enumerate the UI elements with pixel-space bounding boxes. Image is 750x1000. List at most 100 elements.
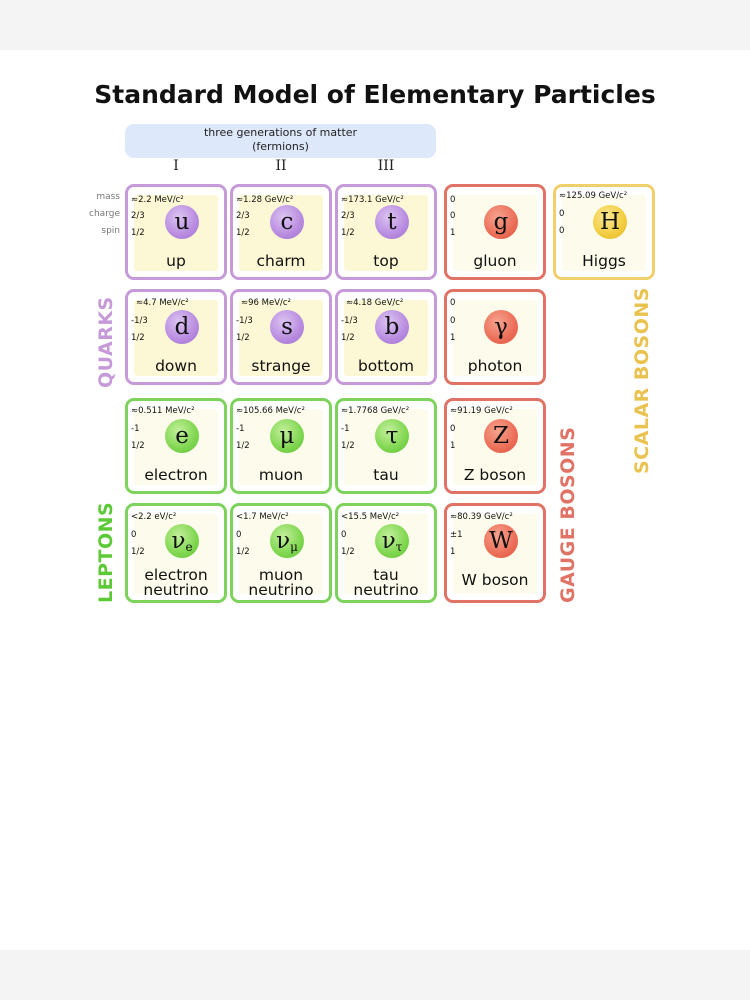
charge-value: -1/3 — [131, 316, 148, 326]
particle-card-tau-neutrino: <15.5 MeV/c² 0 1/2 ντ tau neutrino — [335, 503, 437, 603]
mass-value: <1.7 MeV/c² — [236, 512, 289, 522]
symbol-subscript: e — [185, 540, 193, 554]
mass-value: <2.2 eV/c² — [131, 512, 177, 522]
particle-name: W boson — [461, 571, 529, 589]
mass-value: ≈125.09 GeV/c² — [559, 191, 628, 201]
spin-value: 1/2 — [131, 228, 145, 238]
spin-value: 1/2 — [131, 333, 145, 343]
particle-name: bottom — [357, 357, 415, 375]
spin-value: 1 — [450, 333, 456, 343]
charge-value: 2/3 — [131, 211, 145, 221]
mass-value: ≈91.19 GeV/c² — [450, 406, 513, 416]
particle-symbol: τ — [375, 419, 409, 453]
particle-symbol: s — [270, 310, 304, 344]
particle-symbol: γ — [484, 310, 518, 344]
particle-name: down — [155, 357, 197, 375]
group-label-gauge-bosons: GAUGE BOSONS — [557, 426, 579, 603]
mass-value: <15.5 MeV/c² — [341, 512, 400, 522]
particle-symbol: e — [165, 419, 199, 453]
particle-name: electron — [144, 466, 208, 484]
mass-value: ≈80.39 GeV/c² — [450, 512, 513, 522]
particle-symbol: u — [165, 205, 199, 239]
particle-card-strange: ≈96 MeV/c² -1/3 1/2 s strange — [230, 289, 332, 385]
mass-value: ≈2.2 MeV/c² — [131, 195, 184, 205]
particle-symbol: W — [484, 524, 518, 558]
generation-numeral-2: II — [275, 158, 287, 174]
particle-symbol: Z — [484, 419, 518, 453]
group-label-scalar-bosons: SCALAR BOSONS — [631, 287, 653, 474]
spin-value: 1 — [450, 441, 456, 451]
mass-value: ≈4.18 GeV/c² — [346, 298, 404, 308]
charge-value: 0 — [559, 209, 565, 219]
mass-value: ≈173.1 GeV/c² — [341, 195, 404, 205]
particle-symbol: νμ — [270, 524, 304, 558]
particle-card-photon: 0 0 1 γ photon — [444, 289, 546, 385]
row-label-mass: mass — [96, 192, 120, 202]
group-label-leptons: LEPTONS — [95, 501, 117, 603]
charge-value: -1 — [341, 424, 350, 434]
charge-value: 0 — [131, 530, 137, 540]
mass-value: 0 — [450, 195, 456, 205]
spin-value: 1/2 — [236, 547, 250, 557]
particle-symbol: νe — [165, 524, 199, 558]
particle-card-tau: ≈1.7768 GeV/c² -1 1/2 τ tau — [335, 398, 437, 494]
particle-card-higgs: ≈125.09 GeV/c² 0 0 H Higgs — [553, 184, 655, 280]
charge-value: -1 — [236, 424, 245, 434]
spin-value: 1/2 — [131, 547, 145, 557]
particle-card-bottom: ≈4.18 GeV/c² -1/3 1/2 b bottom — [335, 289, 437, 385]
particle-symbol: H — [593, 205, 627, 239]
particle-name: gluon — [473, 252, 517, 270]
group-label-quarks: QUARKS — [95, 296, 117, 388]
particle-name-line2: neutrino — [248, 581, 314, 599]
particle-name: tau — [373, 466, 399, 484]
charge-value: 0 — [450, 424, 456, 434]
particle-symbol: c — [270, 205, 304, 239]
particle-symbol: t — [375, 205, 409, 239]
charge-value: 0 — [450, 316, 456, 326]
spin-value: 1/2 — [341, 228, 355, 238]
symbol-subscript: μ — [290, 540, 298, 554]
mass-value: ≈96 MeV/c² — [241, 298, 291, 308]
mass-value: ≈105.66 MeV/c² — [236, 406, 305, 416]
generations-header-line2: (fermions) — [252, 140, 309, 153]
spin-value: 1/2 — [341, 547, 355, 557]
spin-value: 1 — [450, 547, 456, 557]
particle-card-top: ≈173.1 GeV/c² 2/3 1/2 t top — [335, 184, 437, 280]
particle-card-down: ≈4.7 MeV/c² -1/3 1/2 d down — [125, 289, 227, 385]
particle-card-muon: ≈105.66 MeV/c² -1 1/2 μ muon — [230, 398, 332, 494]
charge-value: -1/3 — [236, 316, 253, 326]
particle-name: up — [166, 252, 186, 270]
generation-numeral-3: III — [377, 158, 395, 174]
particle-card-muon-neutrino: <1.7 MeV/c² 0 1/2 νμ muon neutrino — [230, 503, 332, 603]
particle-name: Higgs — [582, 252, 626, 270]
charge-value: -1 — [131, 424, 140, 434]
generations-header: three generations of matter (fermions) — [125, 124, 436, 158]
charge-value: 0 — [450, 211, 456, 221]
mass-value: 0 — [450, 298, 456, 308]
particle-card-gluon: 0 0 1 g gluon — [444, 184, 546, 280]
particle-name: muon — [258, 466, 304, 484]
particle-name: photon — [467, 357, 523, 375]
mass-value: ≈4.7 MeV/c² — [136, 298, 189, 308]
particle-name-line2: neutrino — [353, 581, 419, 599]
spin-value: 1/2 — [236, 228, 250, 238]
particle-card-w-boson: ≈80.39 GeV/c² ±1 1 W W boson — [444, 503, 546, 603]
mass-value: ≈0.511 MeV/c² — [131, 406, 195, 416]
particle-name-line1: tau — [373, 566, 399, 584]
spin-value: 1 — [450, 228, 456, 238]
row-label-spin: spin — [101, 226, 120, 236]
particle-name: Z boson — [463, 466, 527, 484]
particle-name-line1: muon — [258, 566, 304, 584]
particle-name-line2: neutrino — [143, 581, 209, 599]
spin-value: 1/2 — [341, 441, 355, 451]
charge-value: ±1 — [450, 530, 463, 540]
charge-value: -1/3 — [341, 316, 358, 326]
particle-name-line1: electron — [144, 566, 208, 584]
particle-card-up: ≈2.2 MeV/c² 2/3 1/2 u up — [125, 184, 227, 280]
symbol-main: ν — [171, 528, 186, 554]
particle-symbol: b — [375, 310, 409, 344]
symbol-main: ν — [276, 528, 291, 554]
symbol-subscript: τ — [395, 540, 403, 554]
mass-value: ≈1.7768 GeV/c² — [341, 406, 410, 416]
charge-value: 0 — [341, 530, 347, 540]
